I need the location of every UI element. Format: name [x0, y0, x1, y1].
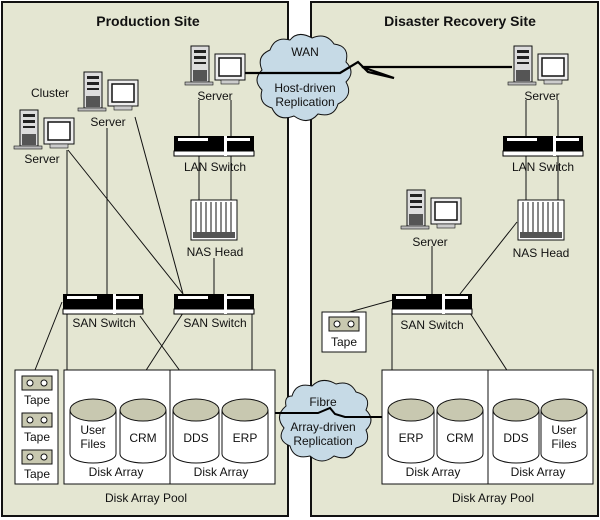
pool-label: Disk Array Pool [452, 491, 534, 505]
tape-icon [21, 375, 53, 391]
cluster-label: Cluster [31, 86, 69, 100]
disk-label: CRM [446, 431, 473, 445]
tape-label: Tape [24, 467, 50, 481]
nas-head-icon [517, 199, 565, 241]
fibre-link [275, 406, 382, 418]
pool-label: Disk Array Pool [105, 491, 187, 505]
tape-label: Tape [24, 393, 50, 407]
tape-icon [21, 412, 53, 428]
server-label: Server [90, 115, 125, 129]
production-title: Production Site [96, 13, 200, 29]
server-label: Server [197, 89, 232, 103]
disk-array-label: Disk Array [194, 465, 249, 479]
tape-label: Tape [24, 430, 50, 444]
disk-label: CRM [129, 431, 156, 445]
disk-array-label: Disk Array [511, 465, 566, 479]
san-switch-icon [62, 293, 144, 315]
san-switch-icon [173, 293, 255, 315]
tape-icon [328, 316, 360, 332]
disk-array-label: Disk Array [89, 465, 144, 479]
nas-head-icon [190, 199, 238, 241]
disk-label: DDS [183, 431, 208, 445]
wan-link [245, 60, 512, 80]
wan-cloud: WAN Host-driven Replication [245, 34, 512, 121]
fibre-cloud: Fibre Array-driven Replication [275, 380, 382, 462]
server-label: Server [524, 89, 559, 103]
wan-title: WAN [291, 45, 319, 59]
production-site: Production Site Cluster Server Server Se… [1, 1, 289, 517]
disk-label: ERP [233, 431, 258, 445]
recovery-links [345, 100, 559, 376]
server-label: Server [24, 152, 59, 166]
lan-switch-icon [173, 135, 255, 157]
tape-icon [21, 449, 53, 465]
lan-switch-icon [502, 135, 584, 157]
wan-line2: Replication [275, 95, 334, 109]
wan-line1: Host-driven [274, 81, 335, 95]
recovery-title: Disaster Recovery Site [384, 13, 536, 29]
san-switch-label: SAN Switch [72, 316, 135, 330]
disk-label: ERP [399, 431, 424, 445]
san-switch-label: SAN Switch [183, 316, 246, 330]
fibre-line1: Array-driven [290, 420, 355, 434]
nas-head-label: NAS Head [513, 246, 570, 260]
production-links [34, 100, 253, 376]
fibre-line2: Replication [293, 434, 352, 448]
lan-switch-label: LAN Switch [512, 160, 574, 174]
disk-label-line2: Files [80, 437, 105, 451]
tape-label: Tape [331, 335, 357, 349]
san-switch-icon [391, 293, 473, 315]
fibre-title: Fibre [309, 395, 337, 409]
server-label: Server [412, 235, 447, 249]
disk-array-label: Disk Array [406, 465, 461, 479]
lan-switch-label: LAN Switch [184, 160, 246, 174]
nas-head-label: NAS Head [187, 245, 244, 259]
disk-label: DDS [503, 431, 528, 445]
san-switch-label: SAN Switch [400, 318, 463, 332]
